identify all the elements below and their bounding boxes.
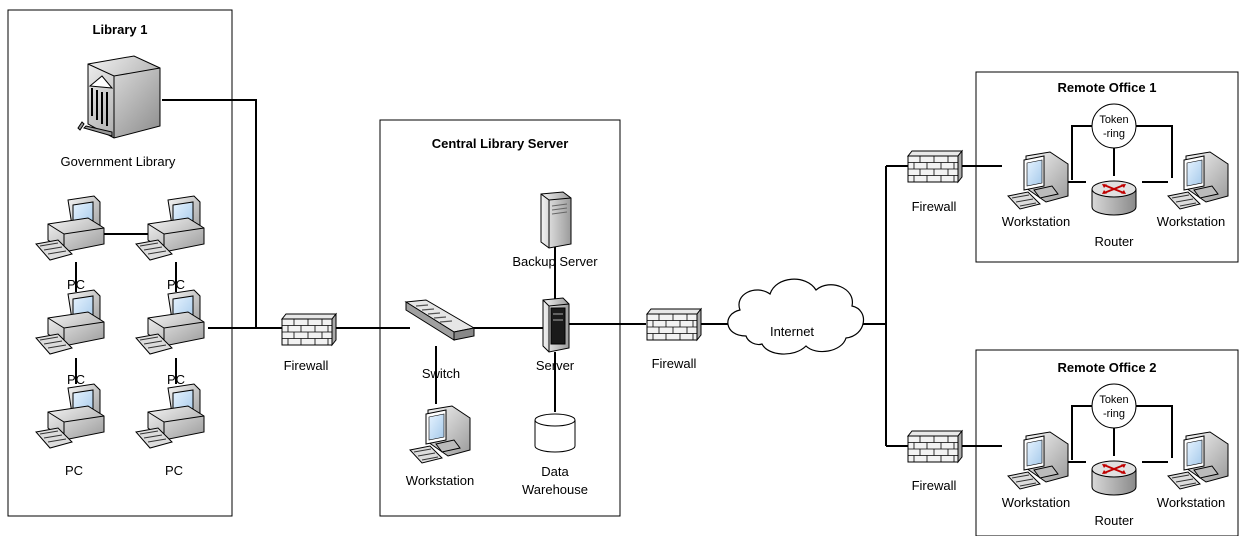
pc-label: PC: [67, 277, 85, 292]
data-warehouse-label-line1: Data: [541, 464, 569, 479]
workstation-label: Workstation: [406, 473, 474, 488]
token-ring-node: Token -ring: [1091, 383, 1137, 429]
desktop-pc-icon: [135, 195, 205, 261]
crt-workstation-icon: [1167, 151, 1229, 210]
network-switch-icon: [404, 299, 476, 341]
desktop-pc-icon: [135, 289, 205, 355]
workstation-label: Workstation: [1002, 214, 1070, 229]
connection-lines: [75, 99, 1173, 463]
firewall-label: Firewall: [912, 199, 957, 214]
workstation-label: Workstation: [1002, 495, 1070, 510]
token-ring-label-line1: Token: [1099, 394, 1128, 406]
cloud-icon: [727, 278, 865, 355]
token-ring-label-line1: Token: [1099, 114, 1128, 126]
desktop-pc-icon: [35, 383, 105, 449]
desktop-pc-icon: [35, 289, 105, 355]
workstation-label: Workstation: [1157, 214, 1225, 229]
pc-label: PC: [165, 463, 183, 478]
router-label: Router: [1094, 513, 1134, 528]
pc-label: PC: [67, 372, 85, 387]
library1-title: Library 1: [93, 22, 148, 37]
central-server-title: Central Library Server: [432, 136, 569, 151]
data-warehouse-label-line2: Warehouse: [522, 482, 588, 497]
token-ring-node: Token -ring: [1091, 103, 1137, 149]
token-ring-label-line2: -ring: [1103, 128, 1125, 140]
brick-firewall-icon: [281, 313, 337, 346]
brick-firewall-icon: [646, 308, 702, 341]
workstation-label: Workstation: [1157, 495, 1225, 510]
government-library-label: Government Library: [61, 154, 176, 169]
brick-firewall-icon: [907, 150, 963, 183]
switch-label: Switch: [422, 366, 460, 381]
tower-server-icon: [542, 297, 570, 353]
crt-workstation-icon: [1007, 431, 1069, 490]
government-building-icon: [77, 55, 161, 139]
router-icon: [1091, 460, 1137, 496]
router-label: Router: [1094, 234, 1134, 249]
internet-label: Internet: [770, 324, 814, 339]
database-cylinder-icon: [534, 413, 576, 453]
crt-workstation-icon: [1007, 151, 1069, 210]
firewall-label: Firewall: [912, 478, 957, 493]
token-ring-label-line2: -ring: [1103, 408, 1125, 420]
crt-workstation-icon: [1167, 431, 1229, 490]
remote-office1-title: Remote Office 1: [1058, 80, 1157, 95]
pc-label: PC: [167, 277, 185, 292]
server-label: Server: [536, 358, 575, 373]
router-icon: [1091, 180, 1137, 216]
desktop-pc-icon: [135, 383, 205, 449]
remote-office2-group: [975, 349, 1239, 536]
firewall-label: Firewall: [652, 356, 697, 371]
remote-office2-title: Remote Office 2: [1058, 360, 1157, 375]
library1-group: [7, 9, 233, 517]
desktop-pc-icon: [35, 195, 105, 261]
crt-workstation-icon: [409, 405, 471, 464]
backup-server-label: Backup Server: [512, 254, 598, 269]
backup-server-icon: [540, 191, 572, 249]
pc-label: PC: [167, 372, 185, 387]
firewall-label: Firewall: [284, 358, 329, 373]
brick-firewall-icon: [907, 430, 963, 463]
pc-label: PC: [65, 463, 83, 478]
central-server-group: [379, 119, 621, 517]
